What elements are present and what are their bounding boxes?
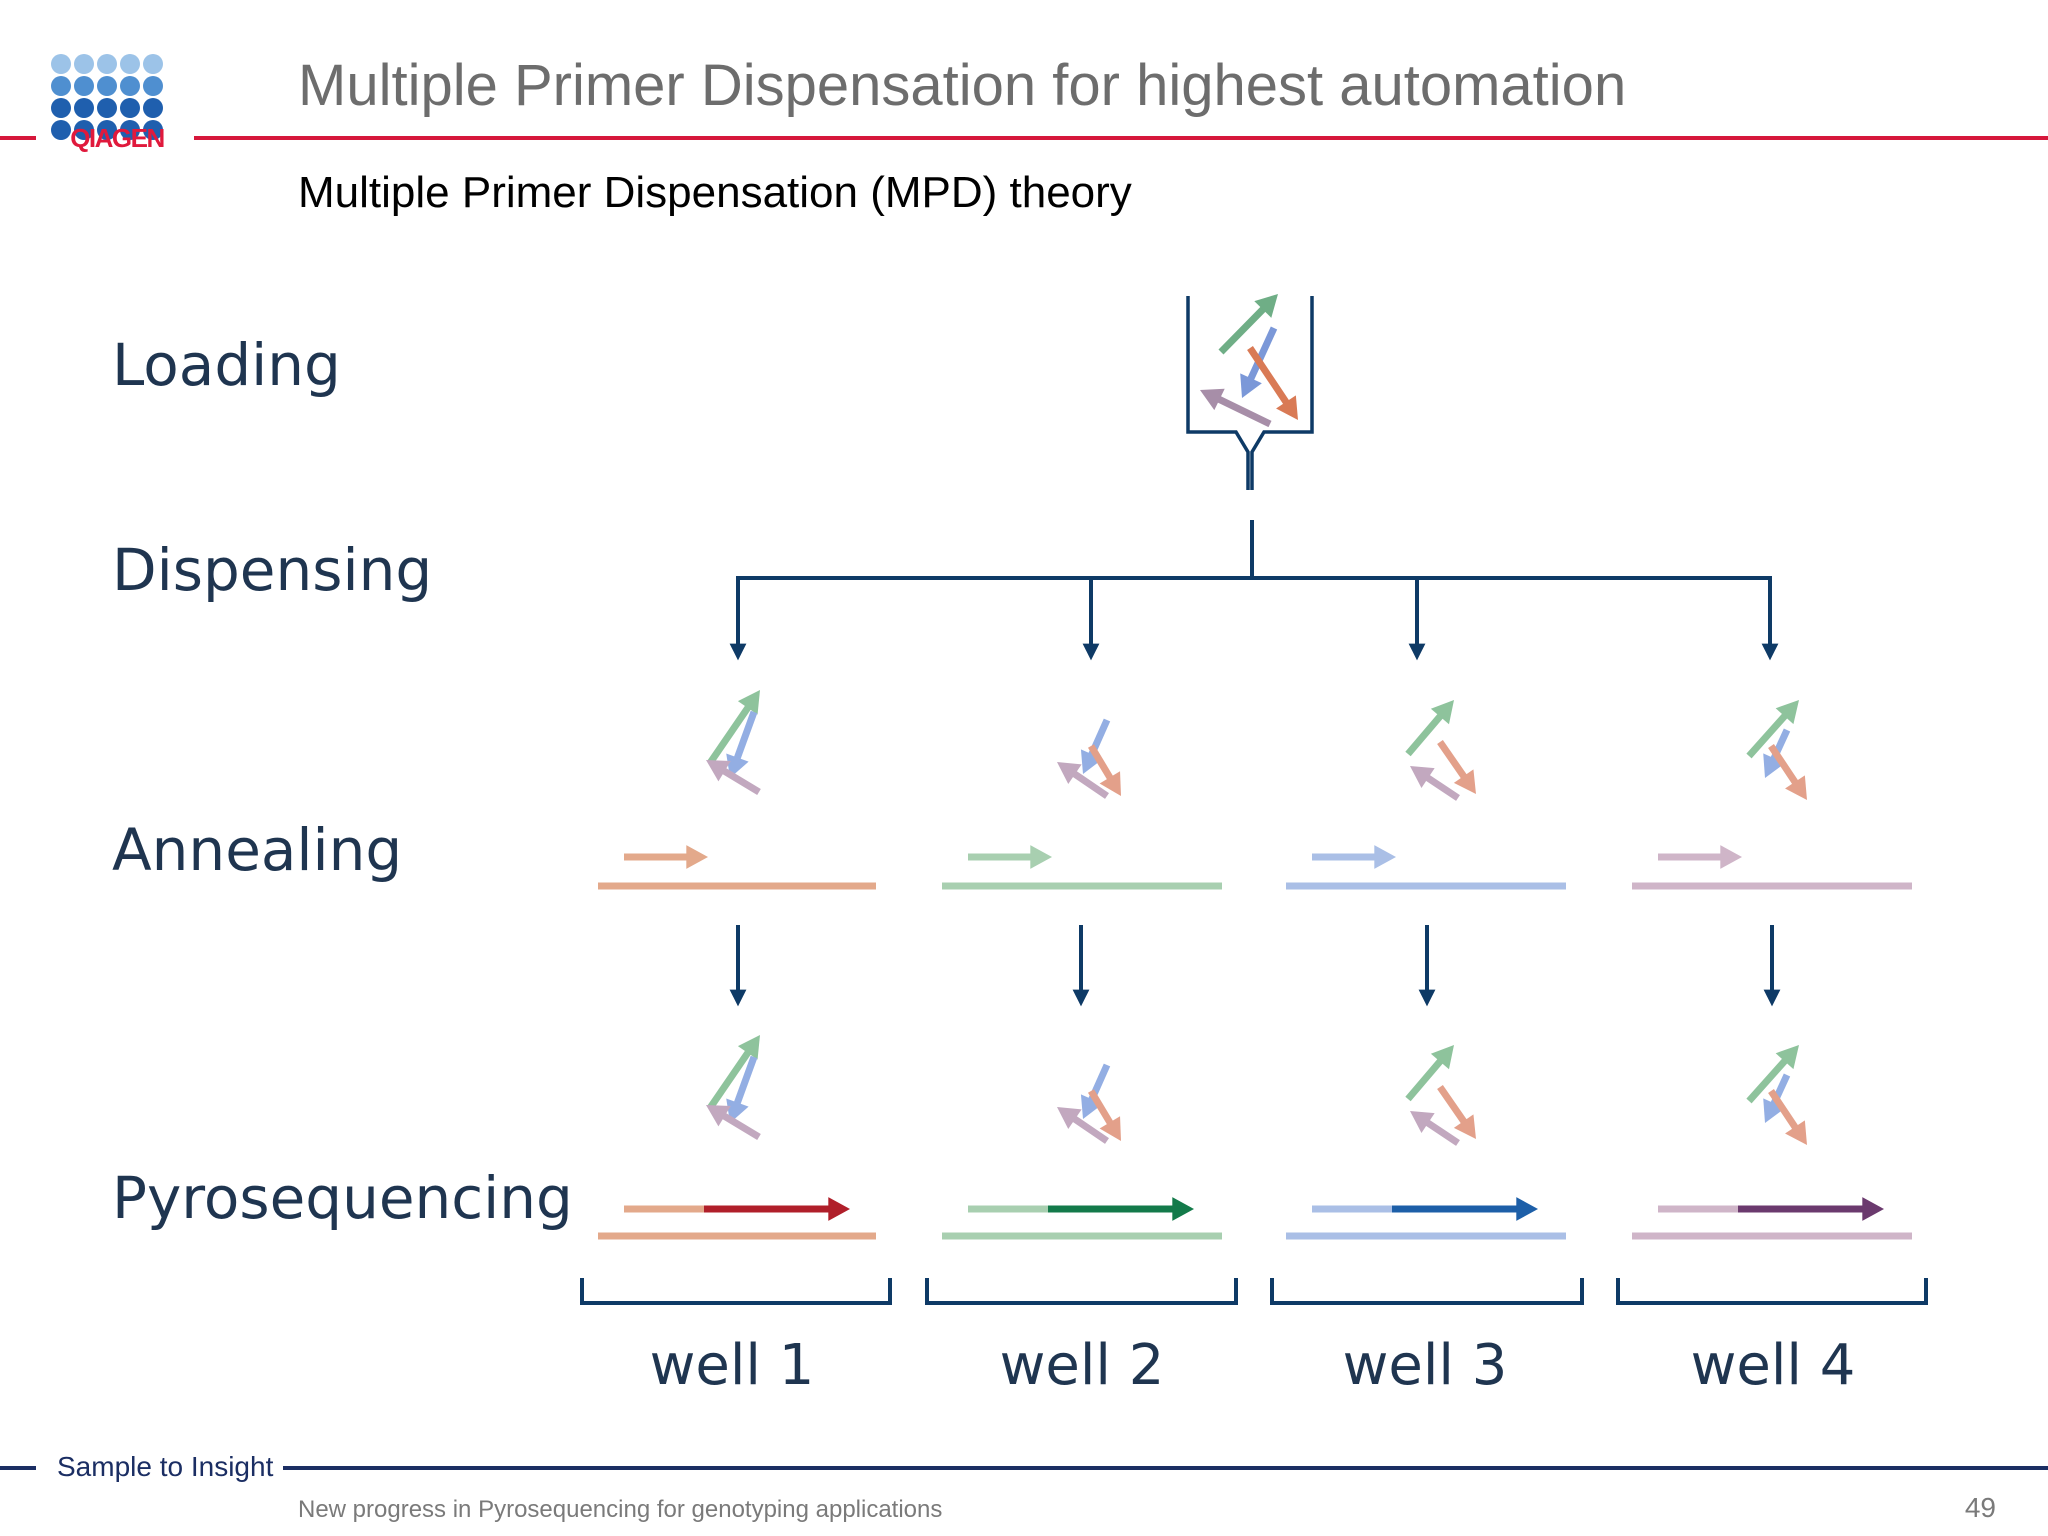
well-2 [925,718,1238,1305]
logo-dot [143,54,163,74]
step-label-annealing: Annealing [112,816,402,884]
well-bracket [1270,1278,1584,1305]
primer-orange-arrow [1247,346,1298,420]
qiagen-logo-dots [51,54,163,140]
primer-mauve-arrow [1410,1111,1460,1146]
primer-mauve-arrow [1057,1107,1109,1144]
logo-dot [97,120,117,140]
distribution-tree [729,520,1781,1007]
well-4 [1616,700,1928,1305]
extension-arrow [704,1197,850,1221]
annealed-primer-arrow [968,845,1052,869]
well-label-4: well 4 [1691,1333,1856,1398]
free-primers-annealing [1405,700,1476,801]
free-primers-pyrosequencing [1405,1045,1476,1146]
well-3 [1270,700,1584,1305]
logo-dot [74,54,94,74]
primer-mauve-arrow [1057,762,1109,799]
logo-dot [74,98,94,118]
free-primers-pyrosequencing [1057,1063,1121,1144]
logo-dot [51,54,71,74]
primer-green-arrow [1746,700,1799,759]
logo-dot [97,54,117,74]
primer-orange-arrow [1087,1089,1121,1141]
extension-arrow [1392,1197,1538,1221]
free-primers-pyrosequencing [1746,1045,1807,1145]
well-label-1: well 1 [650,1333,815,1398]
annealed-primer-arrow [1658,845,1742,869]
well-label-3: well 3 [1343,1333,1508,1398]
well-label-2: well 2 [1000,1333,1165,1398]
primer-orange-arrow [1087,744,1121,796]
primer-mauve-arrow [706,760,761,795]
header-rule-right [194,136,2048,140]
logo-dot [97,76,117,96]
logo-dot [74,120,94,140]
well-bracket [580,1278,892,1305]
well-bracket [1616,1278,1928,1305]
primer-green-arrow [1218,294,1278,355]
footer-tagline: Sample to Insight [57,1451,274,1482]
primer-mauve-arrow [706,1105,761,1140]
primer-orange-arrow [1437,1085,1476,1139]
free-primers-annealing [1746,700,1807,800]
dispenser-cartridge [1186,296,1314,490]
page-number: 49 [1964,1492,1996,1523]
free-primers-pyrosequencing [706,1035,761,1140]
primer-green-arrow [1405,700,1454,757]
footer-text: New progress in Pyrosequencing for genot… [298,1496,943,1523]
primer-green-arrow [707,1035,760,1110]
dispenser-primers [1200,294,1298,428]
logo-dot [120,120,140,140]
primer-orange-arrow [1768,744,1807,800]
logo-dot [51,76,71,96]
well-bracket [925,1278,1238,1305]
annealed-primer-arrow [1312,845,1396,869]
primer-green-arrow [707,690,760,765]
logo-dot [143,120,163,140]
header-rule-left [0,136,36,140]
footer-rule-right [283,1466,2048,1470]
primer-green-arrow [1746,1045,1799,1104]
logo-dot [143,76,163,96]
logo-dot [120,54,140,74]
extension-arrow [1738,1197,1884,1221]
primer-green-arrow [1405,1045,1454,1102]
logo-dot [97,98,117,118]
primer-orange-arrow [1437,740,1476,794]
step-label-dispensing: Dispensing [112,536,432,604]
primer-blue-arrow [1240,326,1278,398]
logo-dot [74,76,94,96]
footer-rule-left [0,1466,36,1470]
logo-dot [143,98,163,118]
primer-mauve-arrow [1410,766,1460,801]
primer-orange-arrow [1768,1089,1807,1145]
extension-arrow [1048,1197,1194,1221]
step-label-pyrosequencing: Pyrosequencing [112,1164,573,1232]
logo-dot [51,120,71,140]
logo-dot [120,76,140,96]
slide-subtitle: Multiple Primer Dispensation (MPD) theor… [298,168,1132,217]
well-1 [580,690,892,1305]
free-primers-annealing [706,690,761,795]
slide-title: Multiple Primer Dispensation for highest… [298,53,1627,118]
annealed-primer-arrow [624,845,708,869]
step-label-loading: Loading [112,331,341,399]
qiagen-logo-text: QIAGEN [70,123,165,153]
primer-mauve-arrow [1200,388,1272,428]
logo-dot [51,98,71,118]
free-primers-annealing [1057,718,1121,799]
logo-dot [120,98,140,118]
